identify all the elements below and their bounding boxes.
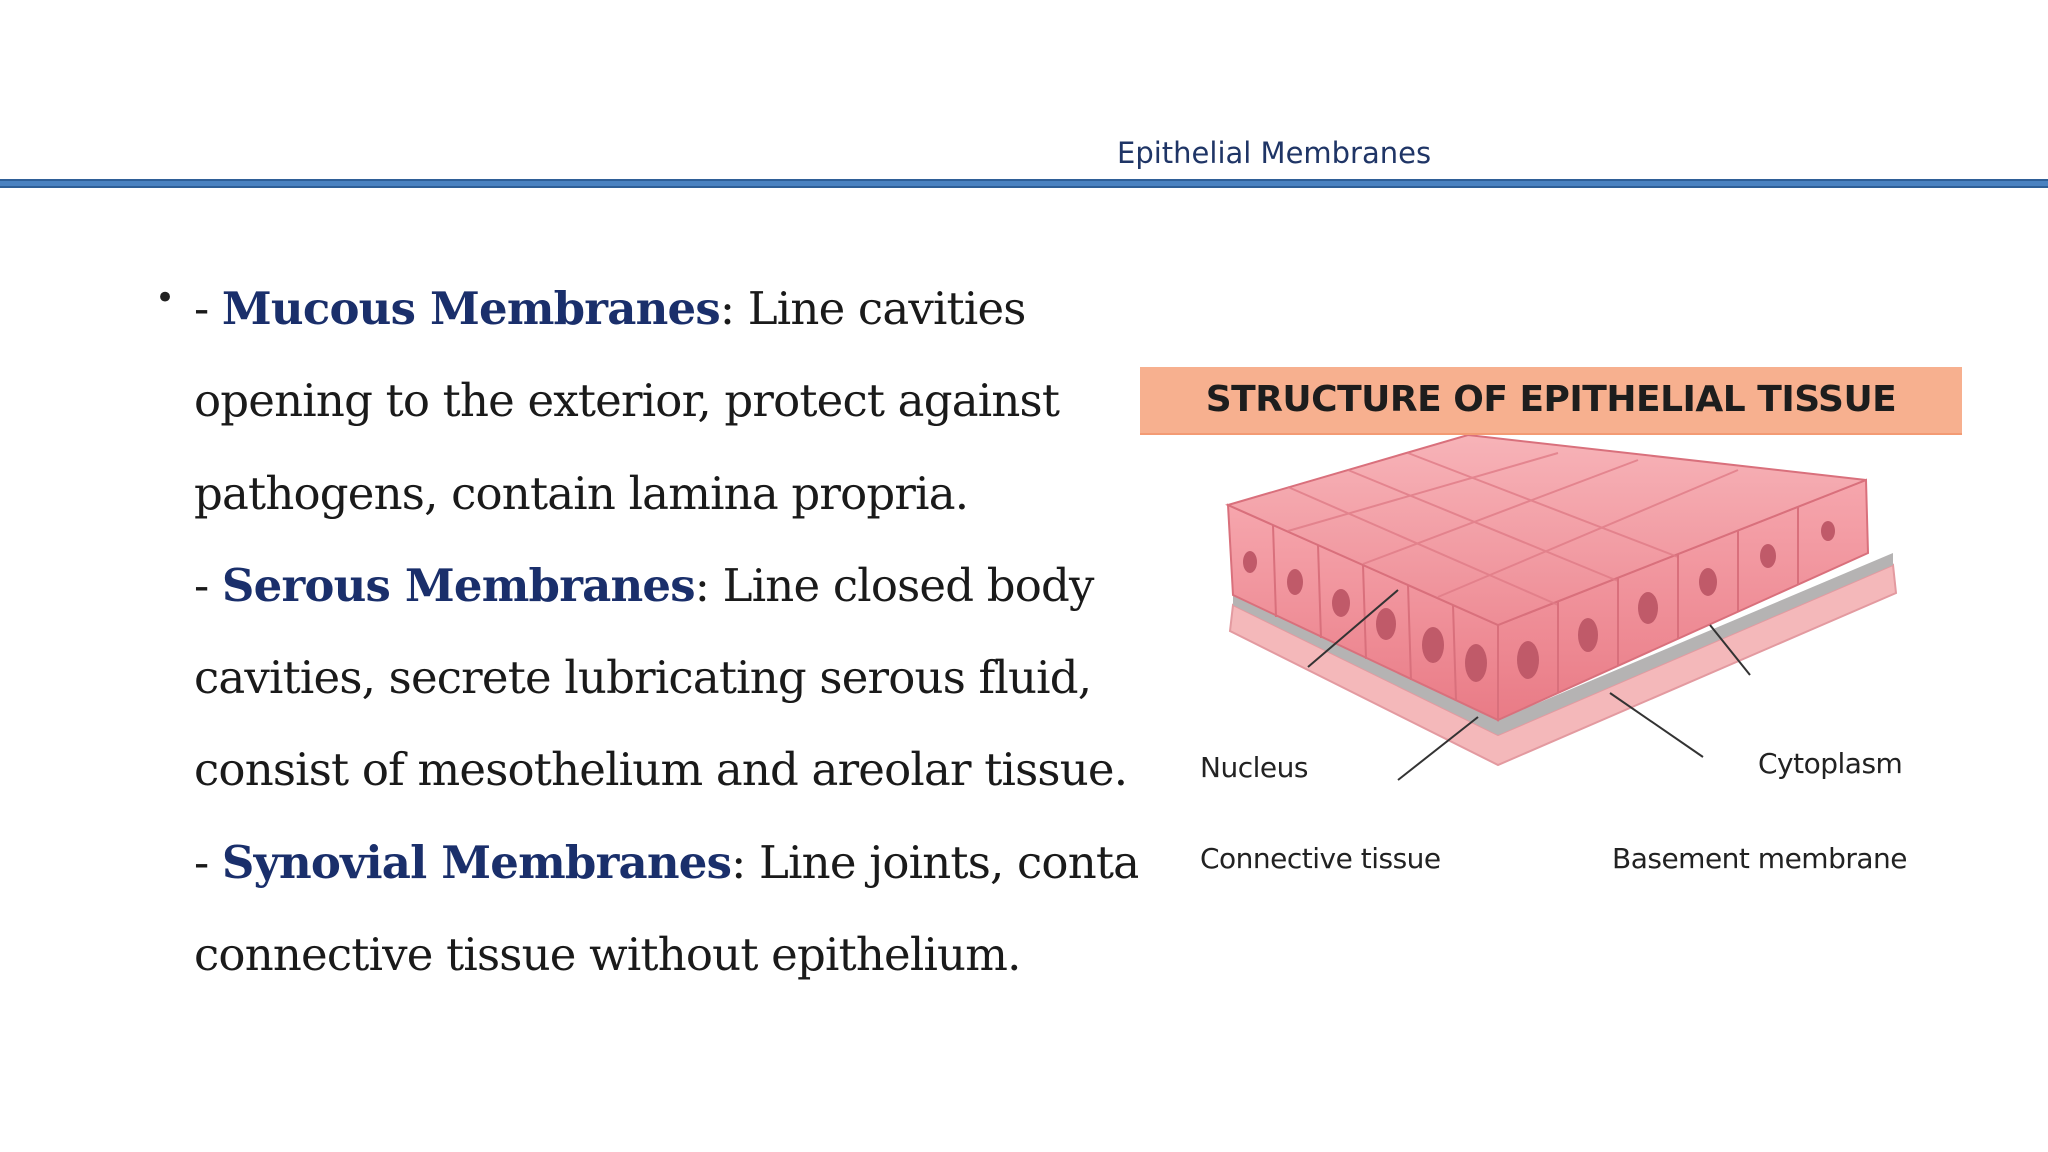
term-mucous: Mucous Membranes (221, 282, 721, 335)
basement-membrane-layer (1233, 553, 1893, 735)
bullet-content: • - Mucous Membranes: Line cavities open… (155, 263, 1182, 1001)
label-basement-membrane: Basement membrane (1612, 842, 1908, 875)
label-connective-tissue: Connective tissue (1200, 842, 1441, 875)
basement-membrane-pointer (1609, 692, 1704, 758)
content-line: - Synovial Membranes: Line joints, conta… (194, 835, 1182, 889)
content-line: consist of mesothelium and areolar tissu… (194, 743, 1128, 797)
term-synovial: Synovial Membranes (221, 835, 732, 889)
figure-title: STRUCTURE OF EPITHELIAL TISSUE (1140, 367, 1962, 435)
term-serous: Serous Membranes (221, 558, 696, 612)
content-line: pathogens, contain lamina propria. (194, 466, 969, 520)
content-line: - Mucous Membranes: Line cavities (194, 282, 1026, 335)
content-line: opening to the exterior, protect against (194, 374, 1060, 428)
connective-tissue-pointer (1397, 716, 1479, 781)
content-line: - Serous Membranes: Line closed body (194, 558, 1094, 612)
title-divider (0, 179, 2048, 188)
slide-title: Epithelial Membranes (1117, 136, 1432, 170)
bullet-icon: • (155, 278, 176, 318)
cytoplasm-pointer (1709, 624, 1751, 676)
content-line: connective tissue without epithelium. (194, 928, 1021, 982)
epithelial-tissue-figure: STRUCTURE OF EPITHELIAL TISSUE (1138, 365, 1962, 894)
content-line: cavities, secrete lubricating serous flu… (194, 651, 1092, 705)
epithelial-tissue-illustration (1225, 435, 1898, 781)
label-nucleus: Nucleus (1200, 751, 1308, 784)
nucleus-pointer (1307, 589, 1399, 668)
label-cytoplasm: Cytoplasm (1758, 747, 1903, 780)
